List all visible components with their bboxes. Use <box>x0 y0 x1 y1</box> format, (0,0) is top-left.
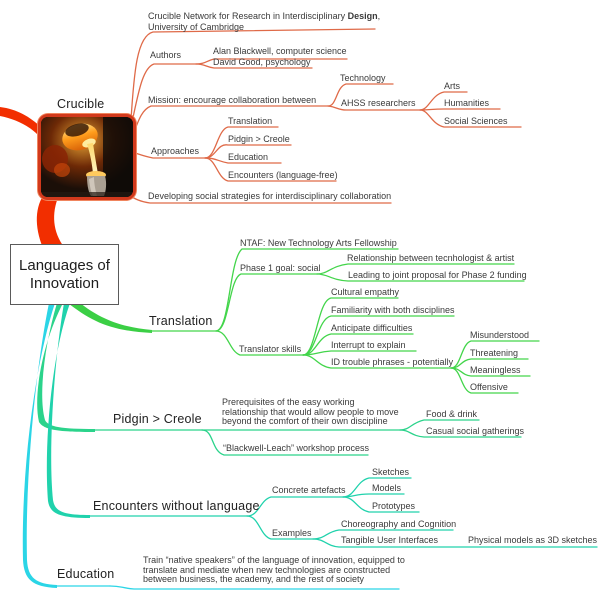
node-meaningless[interactable]: Meaningless <box>470 365 521 375</box>
node-offensive[interactable]: Offensive <box>470 382 508 392</box>
node-approach-pidgin[interactable]: Pidgin > Creole <box>228 134 290 144</box>
node-casual-gatherings[interactable]: Casual social gatherings <box>426 426 525 436</box>
education-branch-lines <box>22 303 400 590</box>
node-prototypes[interactable]: Prototypes <box>372 501 416 511</box>
node-relationship[interactable]: Relationship between tecnhologist & arti… <box>347 253 515 263</box>
node-approaches[interactable]: Approaches <box>151 146 200 156</box>
branch-label-translation[interactable]: Translation <box>149 314 213 328</box>
network-text-suffix: , University of Cambridge <box>148 11 381 32</box>
node-prerequisites[interactable]: Prerequisites of the easy working relati… <box>222 397 399 427</box>
branch-label-encounters[interactable]: Encounters without language <box>93 499 260 513</box>
node-sketches[interactable]: Sketches <box>372 467 410 477</box>
translation-branch-lines <box>68 248 540 394</box>
root-node[interactable]: Languages of Innovation <box>10 244 119 305</box>
node-authors[interactable]: Authors <box>150 50 182 60</box>
node-developing-strategies[interactable]: Developing social strategies for interdi… <box>148 191 392 201</box>
encounters-branch-lines <box>46 303 598 548</box>
node-author-good[interactable]: David Good, psychology <box>213 57 311 67</box>
node-misunderstood[interactable]: Misunderstood <box>470 330 530 340</box>
node-crucible-network[interactable]: Crucible Network for Research in Interdi… <box>148 11 380 32</box>
node-familiarity[interactable]: Familiarity with both disciplines <box>331 305 455 315</box>
node-interrupt[interactable]: Interrupt to explain <box>331 340 406 350</box>
crucible-photo-art <box>41 117 133 197</box>
node-mission[interactable]: Mission: encourage collaboration between <box>148 95 317 105</box>
branch-label-crucible[interactable]: Crucible <box>57 97 105 111</box>
node-arts[interactable]: Arts <box>444 81 461 91</box>
branch-label-education[interactable]: Education <box>57 567 115 581</box>
node-physical-models[interactable]: Physical models as 3D sketches <box>468 535 598 545</box>
node-ntaf[interactable]: NTAF: New Technology Arts Fellowship <box>240 238 397 248</box>
node-translator-skills[interactable]: Translator skills <box>239 344 302 354</box>
node-train-native-speakers[interactable]: Train “native speakers” of the language … <box>143 555 405 585</box>
node-approach-education[interactable]: Education <box>228 152 269 162</box>
node-ahss-researchers[interactable]: AHSS researchers <box>341 98 416 108</box>
node-joint-proposal[interactable]: Leading to joint proposal for Phase 2 fu… <box>348 270 527 280</box>
node-cultural-empathy[interactable]: Cultural empathy <box>331 287 400 297</box>
crucible-branch-lines <box>120 28 522 204</box>
node-approach-encounters[interactable]: Encounters (language-free) <box>228 170 338 180</box>
node-author-blackwell[interactable]: Alan Blackwell, computer science <box>213 46 347 56</box>
node-phase1-goal[interactable]: Phase 1 goal: social <box>240 263 321 273</box>
node-anticipate[interactable]: Anticipate difficulties <box>331 323 413 333</box>
node-technology[interactable]: Technology <box>340 73 386 83</box>
node-threatening[interactable]: Threatening <box>470 348 519 358</box>
network-text-bold: Design <box>347 11 378 21</box>
branch-label-pidgin-creole[interactable]: Pidgin > Creole <box>113 412 202 426</box>
node-approach-translation[interactable]: Translation <box>228 116 273 126</box>
node-id-trouble-phrases[interactable]: ID trouble phrases - potentially <box>331 357 454 367</box>
node-blackwell-leach[interactable]: “Blackwell-Leach” workshop process <box>223 443 370 453</box>
node-choreography-cognition[interactable]: Choreography and Cognition <box>341 519 457 529</box>
node-models[interactable]: Models <box>372 483 402 493</box>
node-examples[interactable]: Examples <box>272 528 312 538</box>
node-social-sciences[interactable]: Social Sciences <box>444 116 508 126</box>
node-humanities[interactable]: Humanities <box>444 98 490 108</box>
node-tangible-interfaces[interactable]: Tangible User Interfaces <box>341 535 439 545</box>
pidgin-branch-lines <box>37 303 522 456</box>
crucible-photo[interactable] <box>38 114 136 200</box>
node-food-drink[interactable]: Food & drink <box>426 409 478 419</box>
crucible-trunk-shapes <box>0 107 64 248</box>
network-text-prefix: Crucible Network for Research in Interdi… <box>148 11 348 21</box>
node-concrete-artefacts[interactable]: Concrete artefacts <box>272 485 346 495</box>
